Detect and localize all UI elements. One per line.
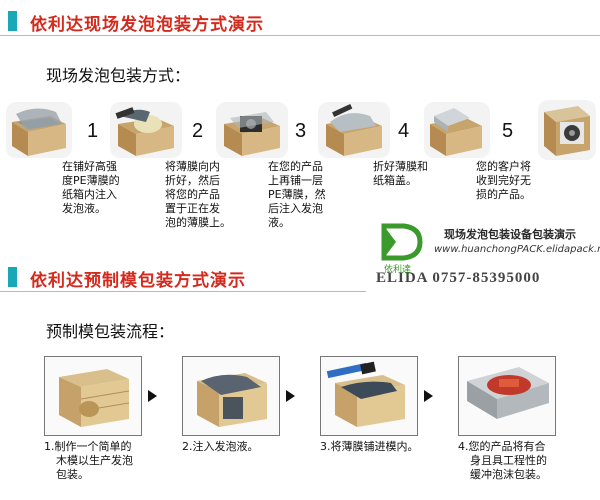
flow-arrow-icon (148, 390, 157, 402)
subhead-premold: 预制模包装流程： (46, 322, 175, 341)
elida-logo-icon (381, 223, 423, 261)
step-4-photo (318, 102, 390, 158)
premold-step-3-caption: 3.将薄膜铺进模内。 (320, 440, 419, 453)
brand-phone: ELIDA 0757-85395000 (376, 270, 541, 286)
elida-brand-block: 依利達 现场发泡包装设备包装演示 www.huanchongPACK.elida… (372, 222, 600, 288)
step-3-photo (216, 102, 288, 158)
divider (0, 35, 600, 36)
brand-url: www.huanchongPACK.elidapack.net (434, 244, 600, 255)
premold-step-4-photo (458, 356, 556, 436)
flow-arrow-icon (424, 390, 433, 402)
step-1-photo (6, 102, 72, 158)
step-2-description: 将薄膜向内 折好，然后 将您的产品 置于正在发 泡的薄膜上。 (165, 160, 231, 229)
step-1-description: 在铺好高强 度PE薄膜的 纸箱内注入 发泡液。 (62, 160, 120, 215)
premold-step-1-caption: 1.制作一个简单的 木模以生产发泡 包装。 (44, 440, 133, 481)
step-3-description: 在您的产品 上再铺一层 PE薄膜，然 后注入发泡 液。 (268, 160, 326, 229)
brand-tagline: 现场发泡包装设备包装演示 (444, 228, 576, 241)
step-2-photo (110, 102, 182, 158)
section-title: 依利达现场发泡泡装方式演示 (30, 15, 264, 35)
premold-step-2-photo (182, 356, 280, 436)
section-title: 依利达预制模包装方式演示 (30, 271, 246, 291)
flow-arrow-icon (286, 390, 295, 402)
step-1-number: 1 (87, 120, 99, 142)
step-3-number: 3 (295, 120, 307, 142)
step-5-result-photo (538, 100, 596, 160)
step-5-number: 5 (502, 120, 514, 142)
divider (0, 291, 366, 292)
step-5-photo (424, 102, 490, 158)
section-marker (8, 11, 17, 31)
premold-step-3-photo (320, 356, 418, 436)
premold-step-4-caption: 4.您的产品将有合 身且具工程性的 缓冲泡沫包装。 (458, 440, 547, 481)
step-2-number: 2 (192, 120, 204, 142)
premold-step-1-photo (44, 356, 142, 436)
step-4-description: 折好薄膜和 纸箱盖。 (373, 160, 428, 187)
subhead-onsite: 现场发泡包装方式： (46, 66, 191, 85)
step-4-number: 4 (398, 120, 410, 142)
section-header-premold: 依利达预制模包装方式演示 (0, 260, 600, 292)
premold-step-2-caption: 2.注入发泡液。 (182, 440, 259, 453)
section-header-onsite-foaming: 依利达现场发泡泡装方式演示 (0, 4, 600, 36)
step-5-description: 您的客户将 收到完好无 损的产品。 (476, 160, 531, 201)
section-marker (8, 267, 17, 287)
brand-name-cn: 依利達 (384, 265, 412, 275)
